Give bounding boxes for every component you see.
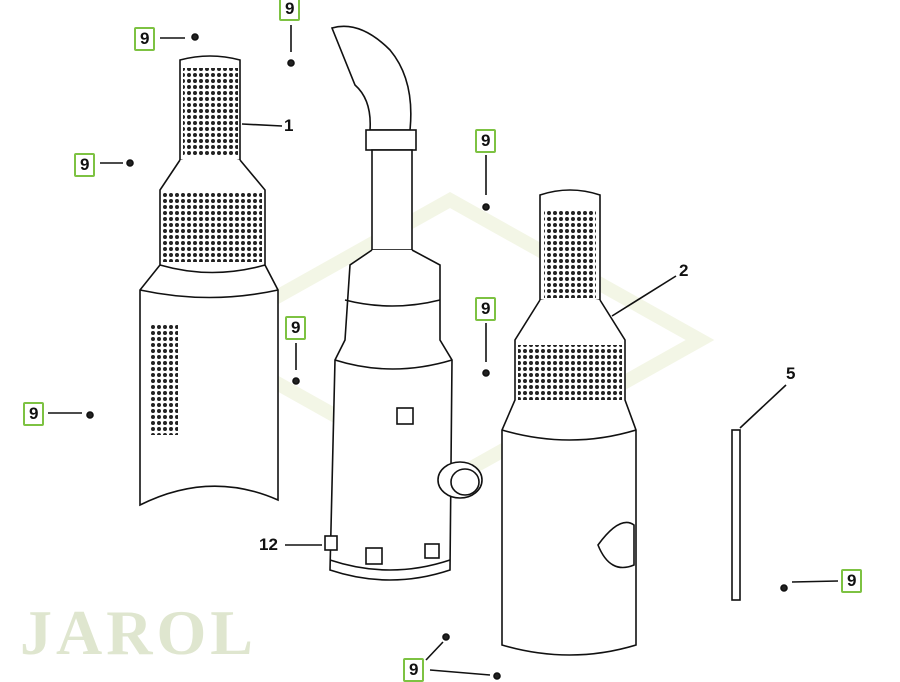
- callout-screw-9: 9: [285, 316, 307, 340]
- callout-screw-9: 9: [475, 129, 497, 153]
- callout-screw-9: 9: [841, 569, 863, 593]
- part-1-shroud: [139, 55, 279, 507]
- watermark: JAROL: [20, 597, 257, 668]
- callout-screw-9: 9: [74, 153, 96, 177]
- callout-part-12: 12: [259, 535, 278, 554]
- callout-screw-9: 9: [279, 0, 301, 21]
- callout-screw-9: 9: [23, 402, 45, 426]
- screws: [86, 33, 788, 680]
- callout-part-1: 1: [284, 116, 294, 135]
- part-12-muffler: [324, 25, 483, 581]
- callout-screw-9: 9: [134, 27, 156, 51]
- leader-lines: [48, 25, 839, 676]
- callout-screw-9: 9: [403, 658, 425, 682]
- part-5-strip: [731, 429, 741, 601]
- callout-part-2: 2: [679, 261, 689, 280]
- callout-screw-9: 9: [475, 297, 497, 321]
- part-2-shroud: [501, 189, 637, 656]
- callout-part-5: 5: [786, 364, 796, 383]
